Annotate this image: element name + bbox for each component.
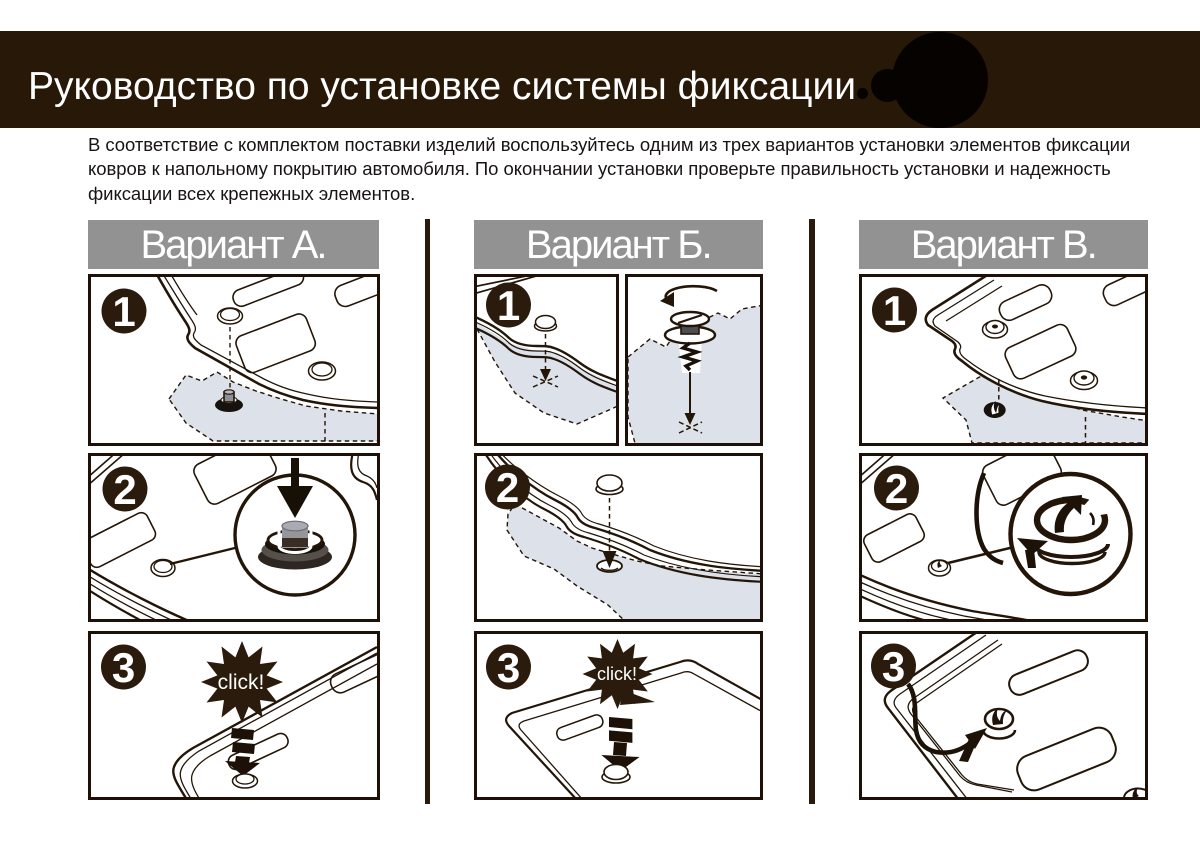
svg-text:1: 1: [112, 288, 135, 335]
svg-text:2: 2: [495, 464, 518, 511]
svg-text:3: 3: [112, 644, 135, 691]
svg-text:2: 2: [113, 466, 136, 513]
svg-text:3: 3: [496, 644, 519, 691]
svg-text:click!: click!: [218, 671, 265, 694]
svg-text:1: 1: [882, 287, 905, 334]
svg-text:2: 2: [884, 465, 907, 512]
svg-text:3: 3: [881, 643, 904, 690]
svg-text:1: 1: [496, 282, 519, 329]
svg-text:click!: click!: [597, 664, 637, 684]
